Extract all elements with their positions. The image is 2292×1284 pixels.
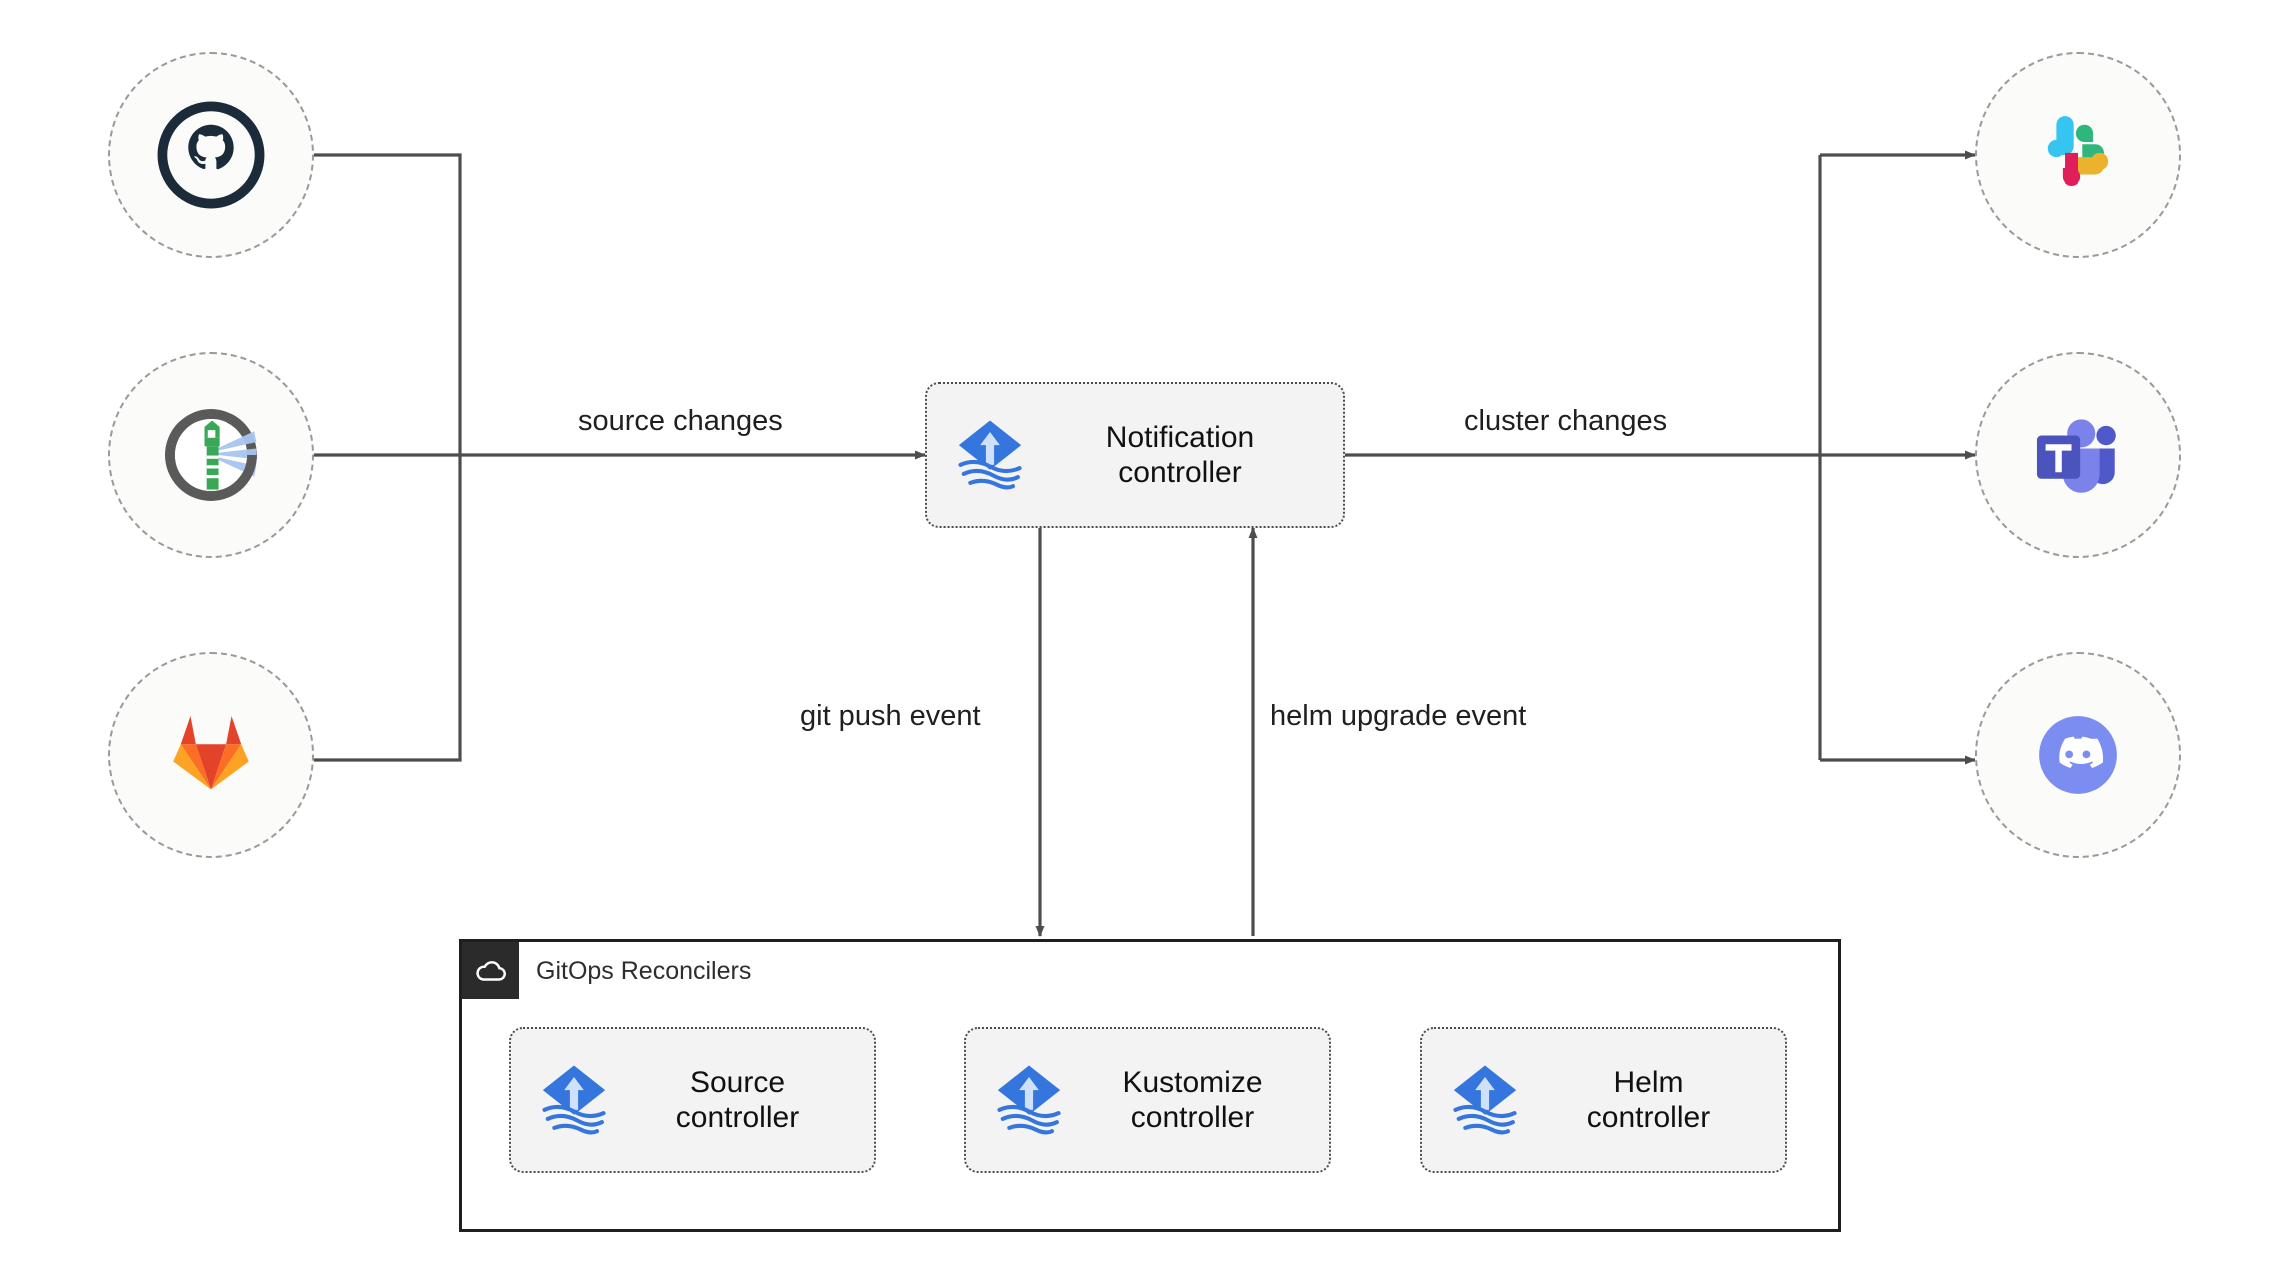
target-node-discord[interactable] — [1975, 652, 2181, 858]
gitops-title: GitOps Reconcilers — [536, 957, 752, 985]
wire-gitlab-to-trunk — [311, 455, 462, 762]
source-controller-box[interactable]: Source controller — [509, 1027, 876, 1173]
helm-controller-label: Helm controller — [1586, 1065, 1711, 1134]
cloud-icon — [475, 960, 506, 981]
notification-controller-box[interactable]: Notification controller — [925, 382, 1345, 528]
gitlab-icon — [173, 716, 249, 790]
edge-label-source-changes: source changes — [578, 405, 783, 437]
target-node-slack[interactable] — [1975, 52, 2181, 258]
flux-controller-icon — [958, 420, 1022, 490]
discord-icon — [2039, 716, 2117, 794]
flux-controller-icon — [997, 1065, 1061, 1135]
target-node-teams[interactable] — [1975, 352, 2181, 558]
edge-label-git-push-event: git push event — [800, 700, 981, 732]
flux-controller-icon — [542, 1065, 606, 1135]
flux-controller-icon — [1453, 1065, 1517, 1135]
edge-label-cluster-changes: cluster changes — [1464, 405, 1668, 437]
source-node-gitlab[interactable] — [108, 652, 314, 858]
kustomize-controller-label: Kustomize controller — [1122, 1065, 1263, 1134]
slack-icon — [2047, 116, 2109, 187]
flux-lighthouse-icon — [165, 409, 257, 501]
source-controller-label: Source controller — [675, 1065, 800, 1134]
helm-controller-box[interactable]: Helm controller — [1420, 1027, 1787, 1173]
edge-label-helm-upgrade-event: helm upgrade event — [1270, 700, 1527, 732]
source-node-github[interactable] — [108, 52, 314, 258]
source-node-flux[interactable] — [108, 352, 314, 558]
gitops-tab — [462, 942, 519, 999]
ms-teams-icon — [2036, 419, 2116, 493]
wire-github-to-trunk — [311, 153, 462, 455]
kustomize-controller-box[interactable]: Kustomize controller — [964, 1027, 1331, 1173]
github-icon — [157, 101, 265, 209]
notification-controller-label: Notification controller — [1105, 420, 1255, 489]
